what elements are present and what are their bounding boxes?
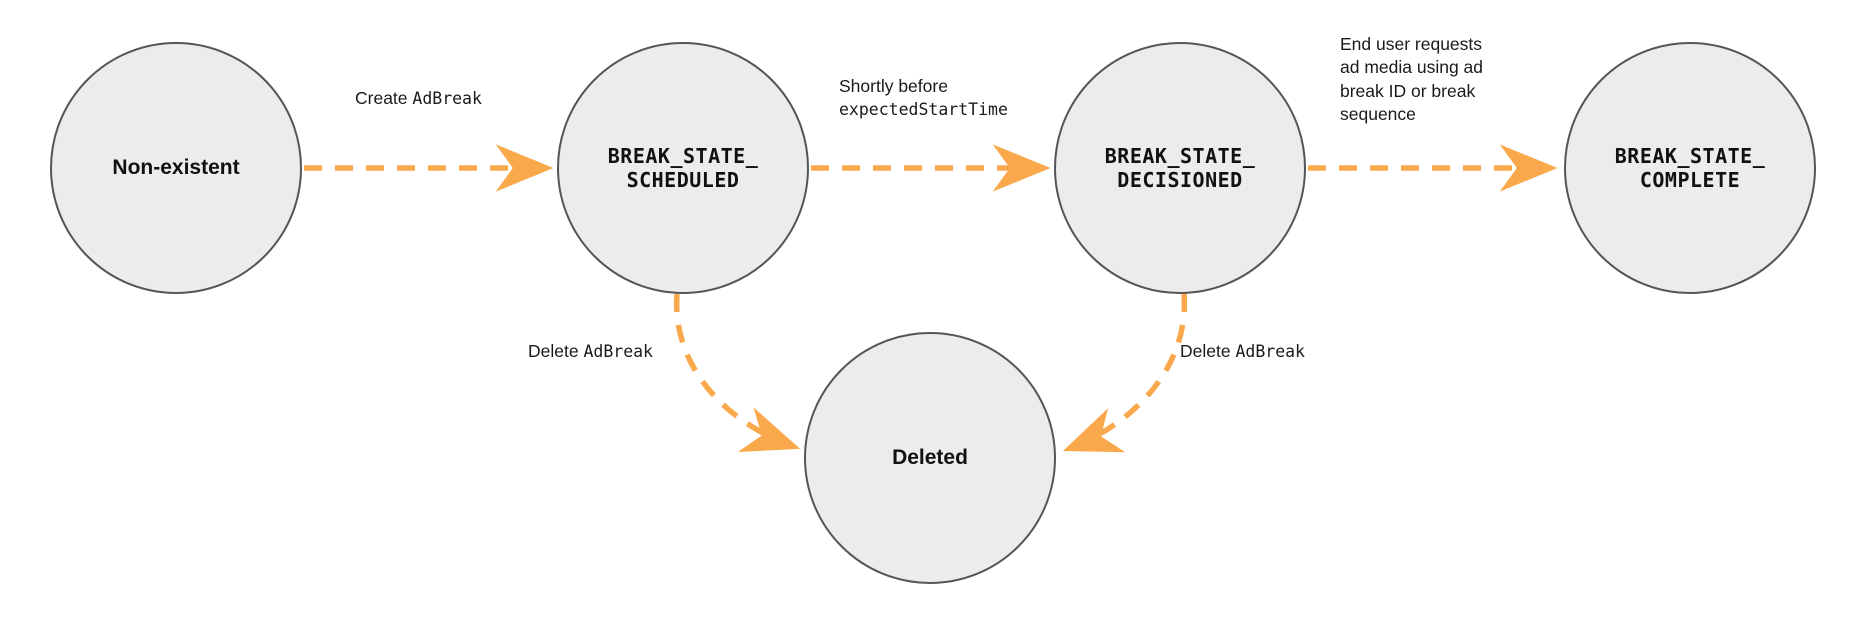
- node-label-deleted: Deleted: [892, 446, 968, 470]
- node-label-non-existent: Non-existent: [112, 156, 240, 180]
- edge-delete-adbreak-decisioned: [1062, 293, 1188, 453]
- edge-delete-adbreak-scheduled: [673, 293, 801, 452]
- node-label-break-state-complete: BREAK_STATE_ COMPLETE: [1614, 143, 1766, 192]
- node-break-state-decisioned[interactable]: BREAK_STATE_ DECISIONED: [1054, 42, 1306, 294]
- node-non-existent[interactable]: Non-existent: [50, 42, 302, 294]
- node-deleted[interactable]: Deleted: [804, 332, 1056, 584]
- node-break-state-scheduled[interactable]: BREAK_STATE_ SCHEDULED: [557, 42, 809, 294]
- node-label-break-state-decisioned: BREAK_STATE_ DECISIONED: [1104, 143, 1256, 192]
- node-break-state-complete[interactable]: BREAK_STATE_ COMPLETE: [1564, 42, 1816, 294]
- node-label-break-state-scheduled: BREAK_STATE_ SCHEDULED: [607, 143, 759, 192]
